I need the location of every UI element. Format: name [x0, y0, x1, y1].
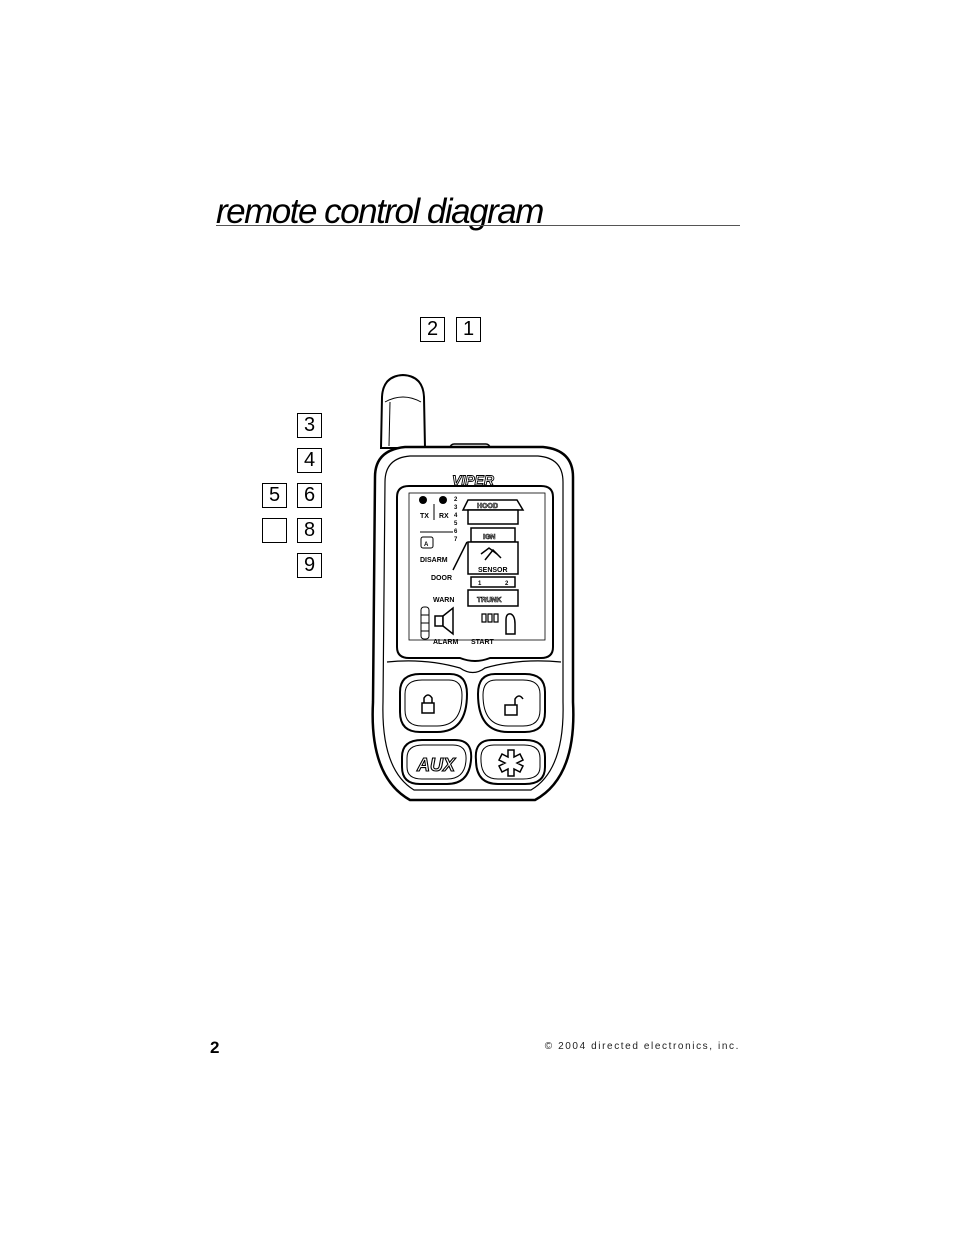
- svg-text:2: 2: [454, 497, 458, 503]
- antenna: [379, 373, 427, 449]
- svg-text:3: 3: [454, 505, 458, 511]
- lock-icon: [421, 702, 435, 714]
- sensor-label: SENSOR: [478, 567, 508, 574]
- start-label: START: [471, 639, 495, 646]
- svg-text:4: 4: [454, 513, 458, 519]
- svg-text:6: 6: [454, 529, 458, 535]
- callout-2: 2: [420, 317, 445, 342]
- aux-button[interactable]: AUX: [401, 739, 473, 785]
- lock-button[interactable]: [399, 673, 469, 733]
- rx-icon: [439, 496, 447, 504]
- remote-control-illustration: VIPER TX RX 2 3 4 5 6 7 A DISARM HOOD I: [371, 373, 575, 802]
- car-diagram: HOOD IGN TRUNK: [461, 499, 525, 607]
- key-fob-icon: [505, 613, 516, 635]
- callout-9: 9: [297, 553, 322, 578]
- level-indicator: 2 3 4 5 6 7: [454, 497, 458, 543]
- page-title: remote control diagram: [216, 192, 544, 231]
- rx-label: RX: [439, 513, 449, 520]
- brand-logo: VIPER: [452, 472, 495, 488]
- tx-icon: [419, 496, 427, 504]
- callout-7: [262, 518, 287, 543]
- sensor-level-1: 1: [478, 581, 482, 587]
- unlock-button[interactable]: [476, 673, 546, 733]
- star-icon: [497, 749, 525, 777]
- callout-8: 8: [297, 518, 322, 543]
- callout-1: 1: [456, 317, 481, 342]
- battery-icon: [420, 606, 430, 640]
- callout-4: 4: [297, 448, 322, 473]
- door-label: DOOR: [431, 575, 452, 582]
- start-icon: [481, 613, 499, 623]
- callout-5: 5: [262, 483, 287, 508]
- alarm-label: ALARM: [433, 639, 458, 646]
- sensor-icon: [480, 547, 502, 561]
- callout-3: 3: [297, 413, 322, 438]
- callout-6: 6: [297, 483, 322, 508]
- speaker-icon: [434, 606, 454, 636]
- svg-text:A: A: [424, 542, 429, 548]
- sensor-level-2: 2: [505, 581, 509, 587]
- lcd-screen: TX RX 2 3 4 5 6 7 A DISARM HOOD IGN TRUN…: [396, 485, 554, 662]
- star-button[interactable]: [474, 739, 546, 785]
- title-rule: [216, 225, 740, 226]
- disarm-label: DISARM: [420, 557, 448, 564]
- svg-text:5: 5: [454, 521, 458, 527]
- svg-text:7: 7: [454, 537, 458, 543]
- unlock-icon: [504, 704, 518, 716]
- hood-label: HOOD: [477, 503, 498, 510]
- aux-label: AUX: [416, 755, 456, 775]
- page-number: 2: [210, 1038, 220, 1057]
- ign-label: IGN: [483, 534, 495, 541]
- tx-label: TX: [420, 513, 429, 520]
- warn-label: WARN: [433, 597, 454, 604]
- aux-badge: [420, 536, 434, 549]
- trunk-label: TRUNK: [477, 597, 502, 604]
- copyright: © 2004 directed electronics, inc.: [544, 1041, 740, 1052]
